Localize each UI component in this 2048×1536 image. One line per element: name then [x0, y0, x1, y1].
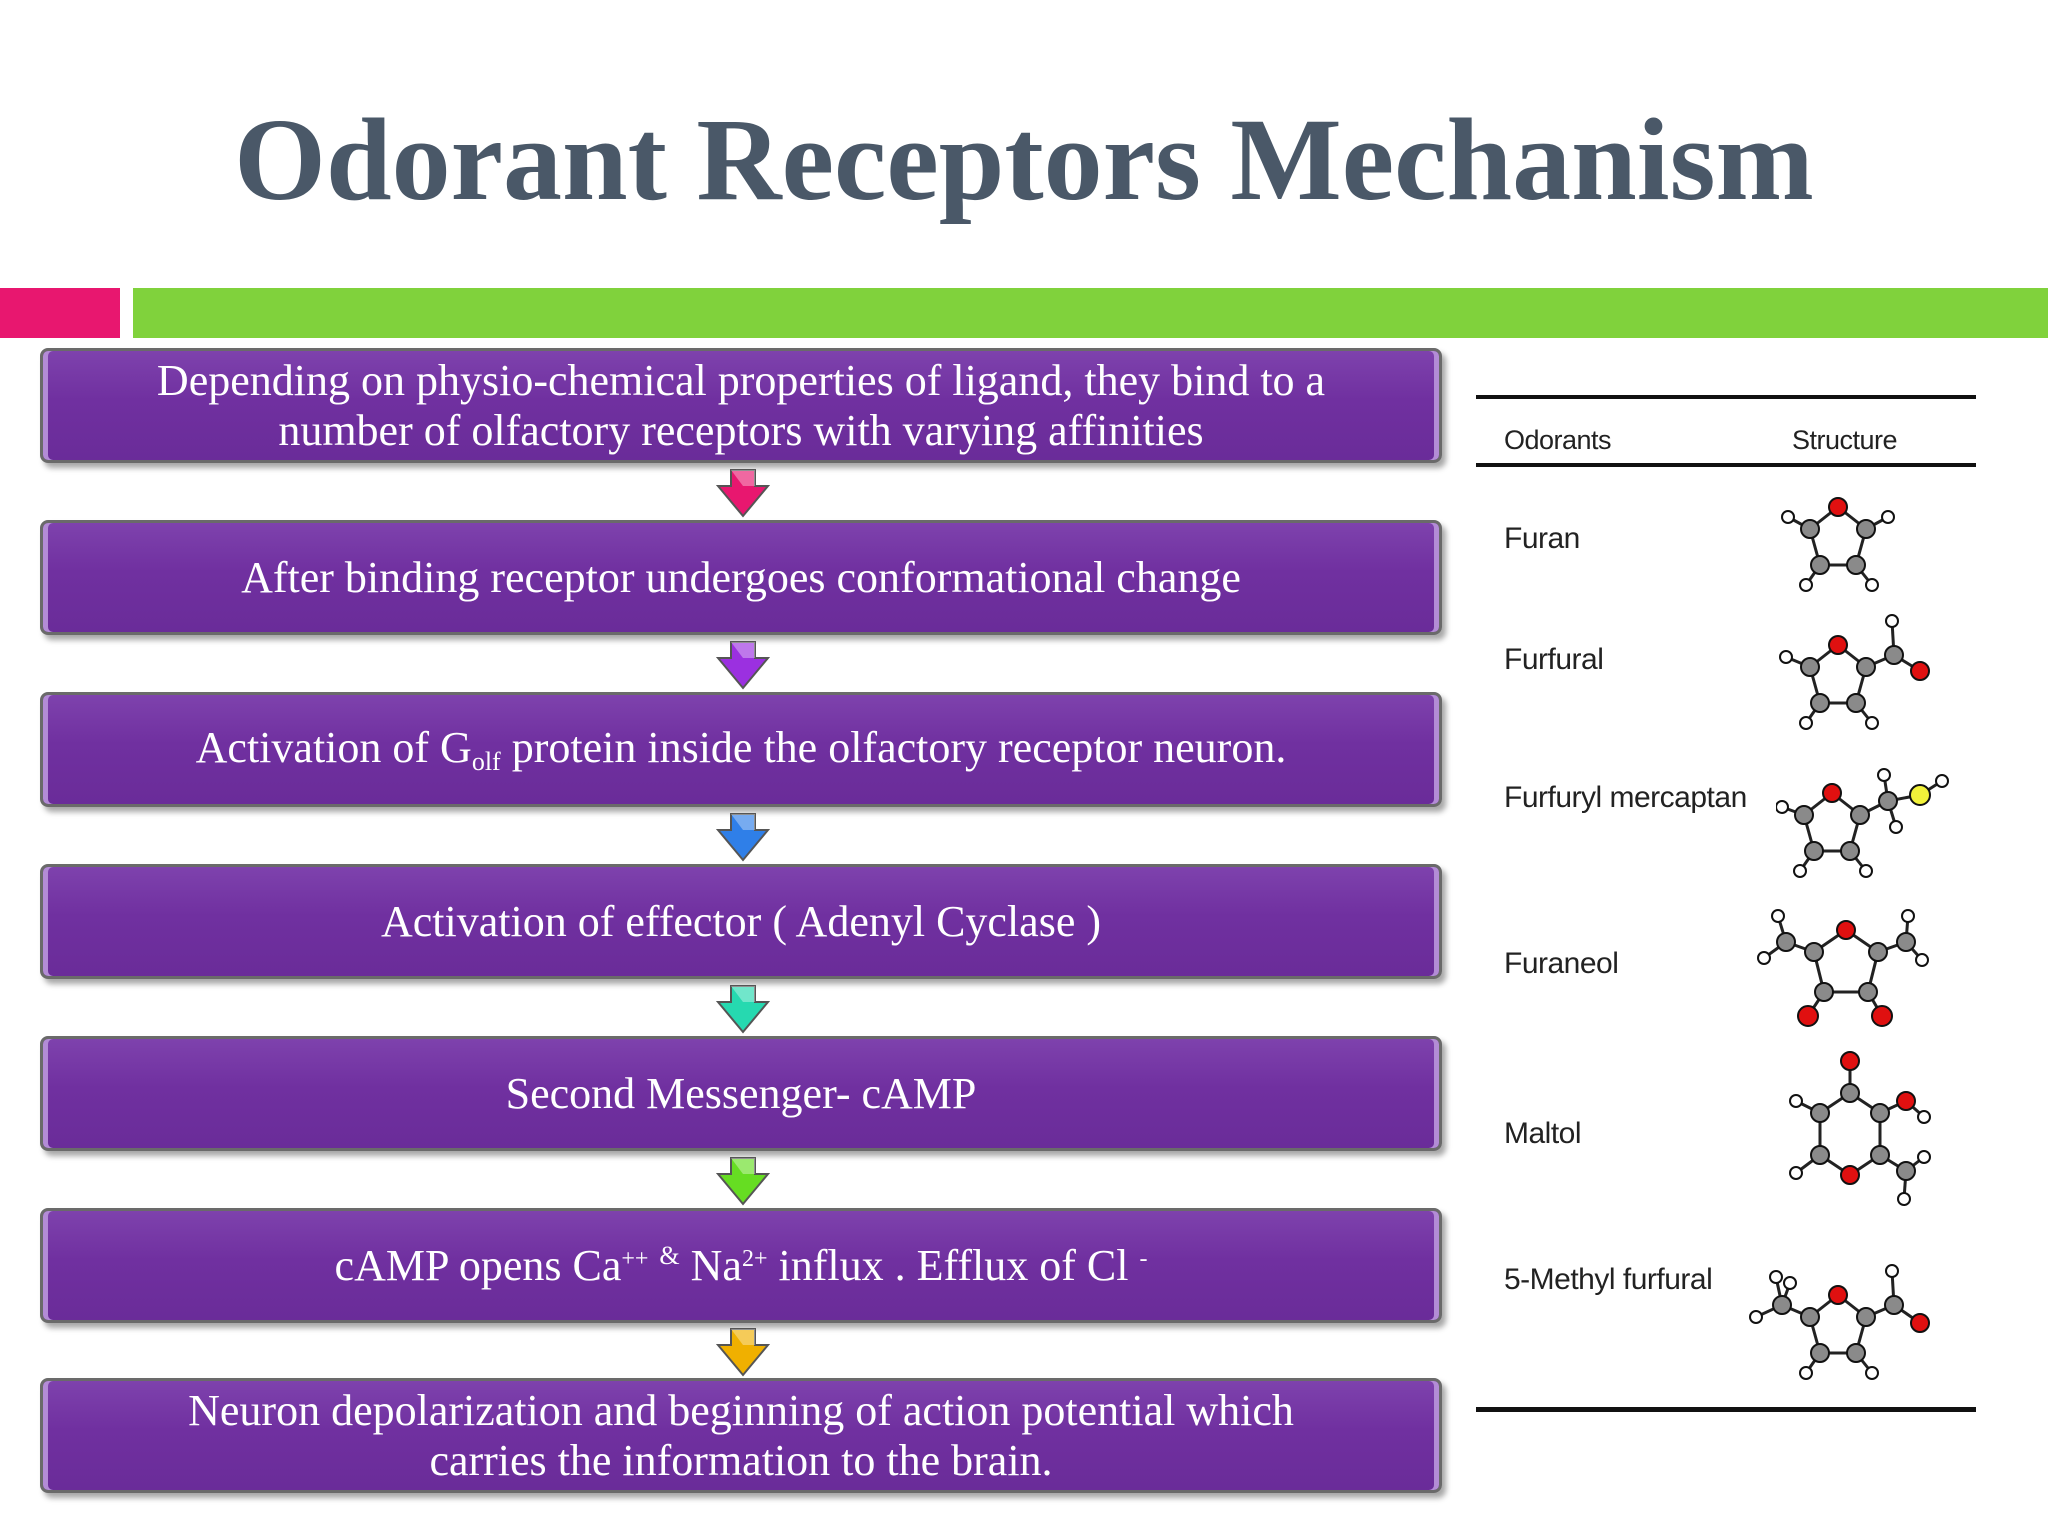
odorant-name: Furaneol: [1504, 947, 1619, 980]
step-1-line-2: number of olfactory receptors with varyi…: [278, 405, 1204, 455]
step-box-6: cAMP opens Ca++ & Na2+ influx . Efflux o…: [40, 1208, 1442, 1323]
table-header-odorants: Odorants: [1504, 425, 1612, 455]
down-arrow-icon: [716, 985, 770, 1034]
accent-bar-green: [133, 288, 2048, 338]
accent-bar-pink: [0, 288, 120, 338]
furfuryl-mercaptan-structure-icon: [1776, 768, 1949, 878]
step-3-text-a: Activation of G: [195, 722, 472, 772]
furaneol-structure-icon: [1757, 909, 1929, 1027]
step-4-text: Activation of effector ( Adenyl Cyclase …: [380, 896, 1102, 946]
step-7-line-2: carries the information to the brain.: [429, 1435, 1053, 1485]
step-3-text-b: protein inside the olfactory receptor ne…: [500, 722, 1287, 772]
odorant-name: 5-Methyl furfural: [1504, 1263, 1713, 1296]
step-1-line-1: Depending on physio-chemical properties …: [156, 356, 1326, 406]
odorant-table: Odorants Structure Furan Furfural Furfur…: [1476, 395, 1976, 1413]
step-2-text: After binding receptor undergoes conform…: [241, 552, 1241, 602]
step-6-sup-a: ++: [621, 1245, 649, 1272]
step-box-4: Activation of effector ( Adenyl Cyclase …: [40, 864, 1442, 979]
methyl-furfural-structure-icon: [1749, 1264, 1930, 1380]
down-arrow-icon: [716, 1157, 770, 1206]
down-arrow-icon: [716, 469, 770, 518]
step-7-line-1: Neuron depolarization and beginning of a…: [188, 1386, 1294, 1436]
odorant-name: Furan: [1504, 522, 1580, 555]
page-title: Odorant Receptors Mechanism: [234, 94, 1814, 225]
step-6-text-b: Na: [690, 1240, 742, 1290]
step-box-3: Activation of Golf protein inside the ol…: [40, 692, 1442, 807]
step-box-7: Neuron depolarization and beginning of a…: [40, 1378, 1442, 1493]
step-5-text: Second Messenger- cAMP: [505, 1068, 977, 1118]
odorant-name: Maltol: [1504, 1117, 1582, 1150]
odorant-name: Furfural: [1504, 643, 1604, 676]
step-6-text-a: cAMP opens Ca: [334, 1240, 622, 1290]
odorant-name: Furfuryl mercaptan: [1504, 781, 1747, 814]
table-top-rule: [1476, 395, 1976, 399]
step-box-5: Second Messenger- cAMP: [40, 1036, 1442, 1151]
table-header-structure: Structure: [1792, 425, 1898, 455]
table-bottom-rule: [1476, 1407, 1976, 1412]
down-arrow-icon: [716, 813, 770, 862]
step-6-ampersand: &: [659, 1240, 680, 1270]
table-header-rule: [1476, 463, 1976, 467]
step-6-sup-c: -: [1139, 1245, 1148, 1272]
step-6-sup-b: 2+: [741, 1245, 768, 1272]
step-box-2: After binding receptor undergoes conform…: [40, 520, 1442, 635]
down-arrow-icon: [716, 641, 770, 690]
furan-structure-icon: [1781, 497, 1895, 592]
maltol-structure-icon: [1789, 1051, 1931, 1206]
step-6-text-c: influx . Efflux of Cl: [767, 1240, 1129, 1290]
step-box-1: Depending on physio-chemical properties …: [40, 348, 1442, 463]
furfural-structure-icon: [1779, 614, 1930, 730]
down-arrow-icon: [716, 1328, 770, 1377]
step-3-subscript: olf: [471, 746, 501, 776]
